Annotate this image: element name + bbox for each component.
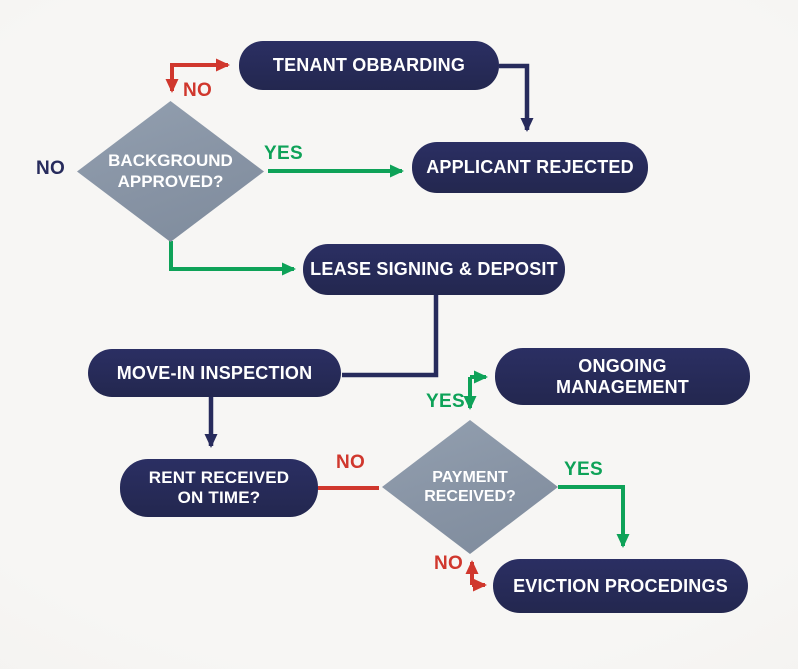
edge-tenant-to-applicant: [499, 63, 534, 132]
edge-yes-payment-to-eviction: [558, 485, 630, 548]
node-tenant-onboarding: TENANT OBBARDING: [239, 41, 499, 90]
label-no-background-left: NO: [36, 158, 66, 179]
label-yes-payment-top: YES: [426, 391, 465, 412]
node-eviction-proceedings: EVICTION PROCEDINGS: [493, 559, 748, 613]
node-move-in-inspection: MOVE-IN INSPECTION: [88, 349, 341, 397]
label-no-rent-right: NO: [336, 452, 366, 473]
node-applicant-rejected: APPLICANT REJECTED: [412, 142, 648, 193]
edge-background-to-lease: [169, 241, 296, 276]
label-yes-background-right: YES: [264, 143, 303, 164]
label-yes-payment-right: YES: [564, 459, 603, 480]
label-no-payment-bottom: NO: [434, 553, 464, 574]
node-lease-signing-deposit: LEASE SIGNING & DEPOSIT: [303, 244, 565, 295]
edge-lease-to-movein: [342, 295, 439, 378]
node-ongoing-management: ONGOING MANAGEMENT: [495, 348, 750, 405]
node-rent-received-on-time: RENT RECEIVED ON TIME?: [120, 459, 318, 517]
label-no-background-top: NO: [183, 80, 213, 101]
